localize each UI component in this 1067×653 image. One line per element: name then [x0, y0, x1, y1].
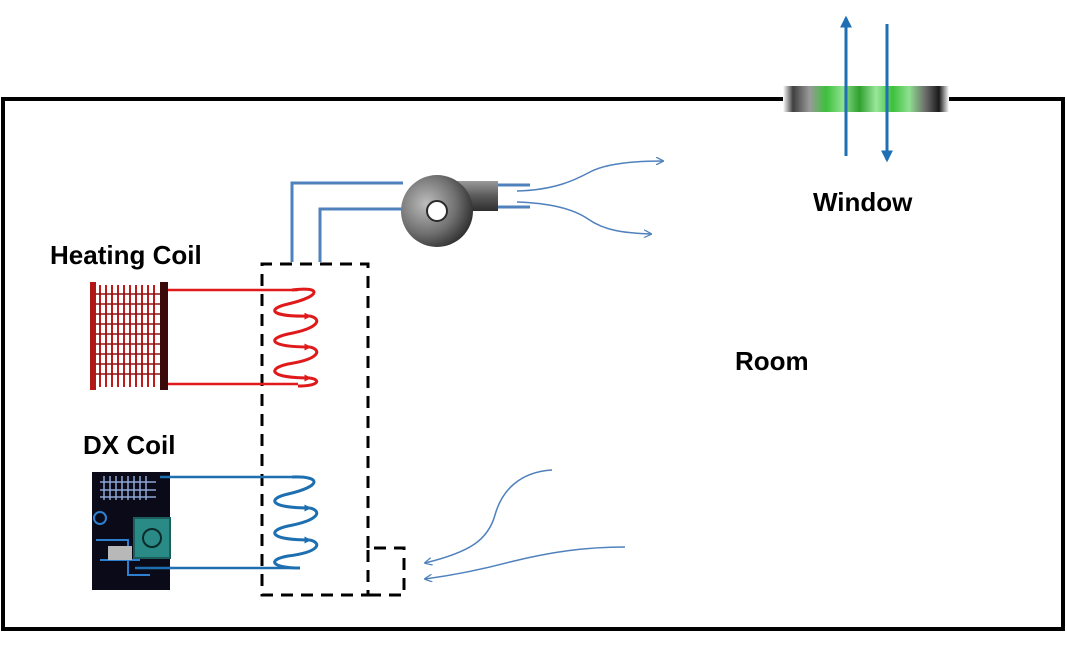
room-label: Room — [735, 346, 809, 376]
dx-lines — [135, 475, 300, 570]
window-airflow-arrows — [840, 15, 893, 163]
room-walls — [1, 97, 1065, 631]
heating-coil-spiral — [273, 287, 319, 388]
coil-box — [260, 262, 406, 597]
heating-element-icon — [90, 282, 168, 390]
dx-coil-spiral — [273, 475, 319, 570]
window-label: Window — [813, 187, 913, 217]
window — [783, 86, 949, 112]
heating-coil-label: Heating Coil — [50, 240, 202, 270]
fan-outlet-stubs — [498, 183, 530, 209]
supply-air-flow — [516, 161, 663, 234]
dx-unit-icon — [92, 472, 171, 590]
supply-duct — [290, 181, 403, 262]
dx-coil-label: DX Coil — [83, 430, 175, 460]
heating-lines — [168, 288, 298, 386]
return-air-flow — [425, 469, 626, 579]
fan-icon — [401, 175, 498, 247]
